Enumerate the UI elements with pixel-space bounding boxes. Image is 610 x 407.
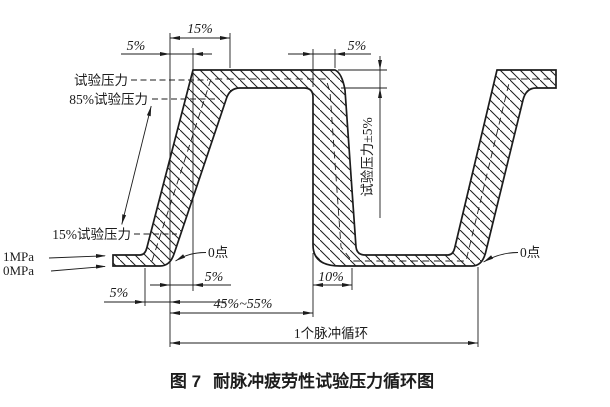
nominal-centerline: [151, 78, 556, 262]
extension-lines: [144, 33, 479, 347]
pct85-test-pressure-label: 85%试验压力: [69, 92, 148, 107]
dim-top-left-5: 5%: [127, 39, 146, 54]
pressure-band: [112, 69, 557, 267]
arrowheads: [96, 36, 494, 345]
figure-caption: 图 7 耐脉冲疲劳性试验压力循环图: [170, 371, 434, 391]
zero-point-left-label: 0点: [208, 245, 228, 260]
dim-one-cycle: 1个脉冲循环: [294, 326, 368, 341]
dim-rise-15: 15%: [187, 22, 213, 37]
dim-hold-45-55: 45%~55%: [214, 297, 273, 312]
zero-point-right-label: 0点: [520, 245, 540, 260]
dim-fall-10: 10%: [318, 270, 344, 285]
dim-top-right-5: 5%: [348, 39, 367, 54]
test-pressure-label: 试验压力: [74, 73, 128, 88]
dim-bottom-5-left: 5%: [110, 286, 129, 301]
pct15-test-pressure-label: 15%试验压力: [52, 227, 131, 242]
figure-caption-number: 图 7: [170, 372, 201, 391]
band-tolerance-label: 试验压力±5%: [360, 117, 375, 196]
zero-mpa-label: 0MPa: [3, 263, 34, 278]
one-mpa-label: 1MPa: [3, 249, 34, 264]
figure-caption-title: 耐脉冲疲劳性试验压力循环图: [213, 371, 434, 391]
leader-lines: [48, 105, 519, 272]
dim-bottom-5-right: 5%: [205, 270, 224, 285]
